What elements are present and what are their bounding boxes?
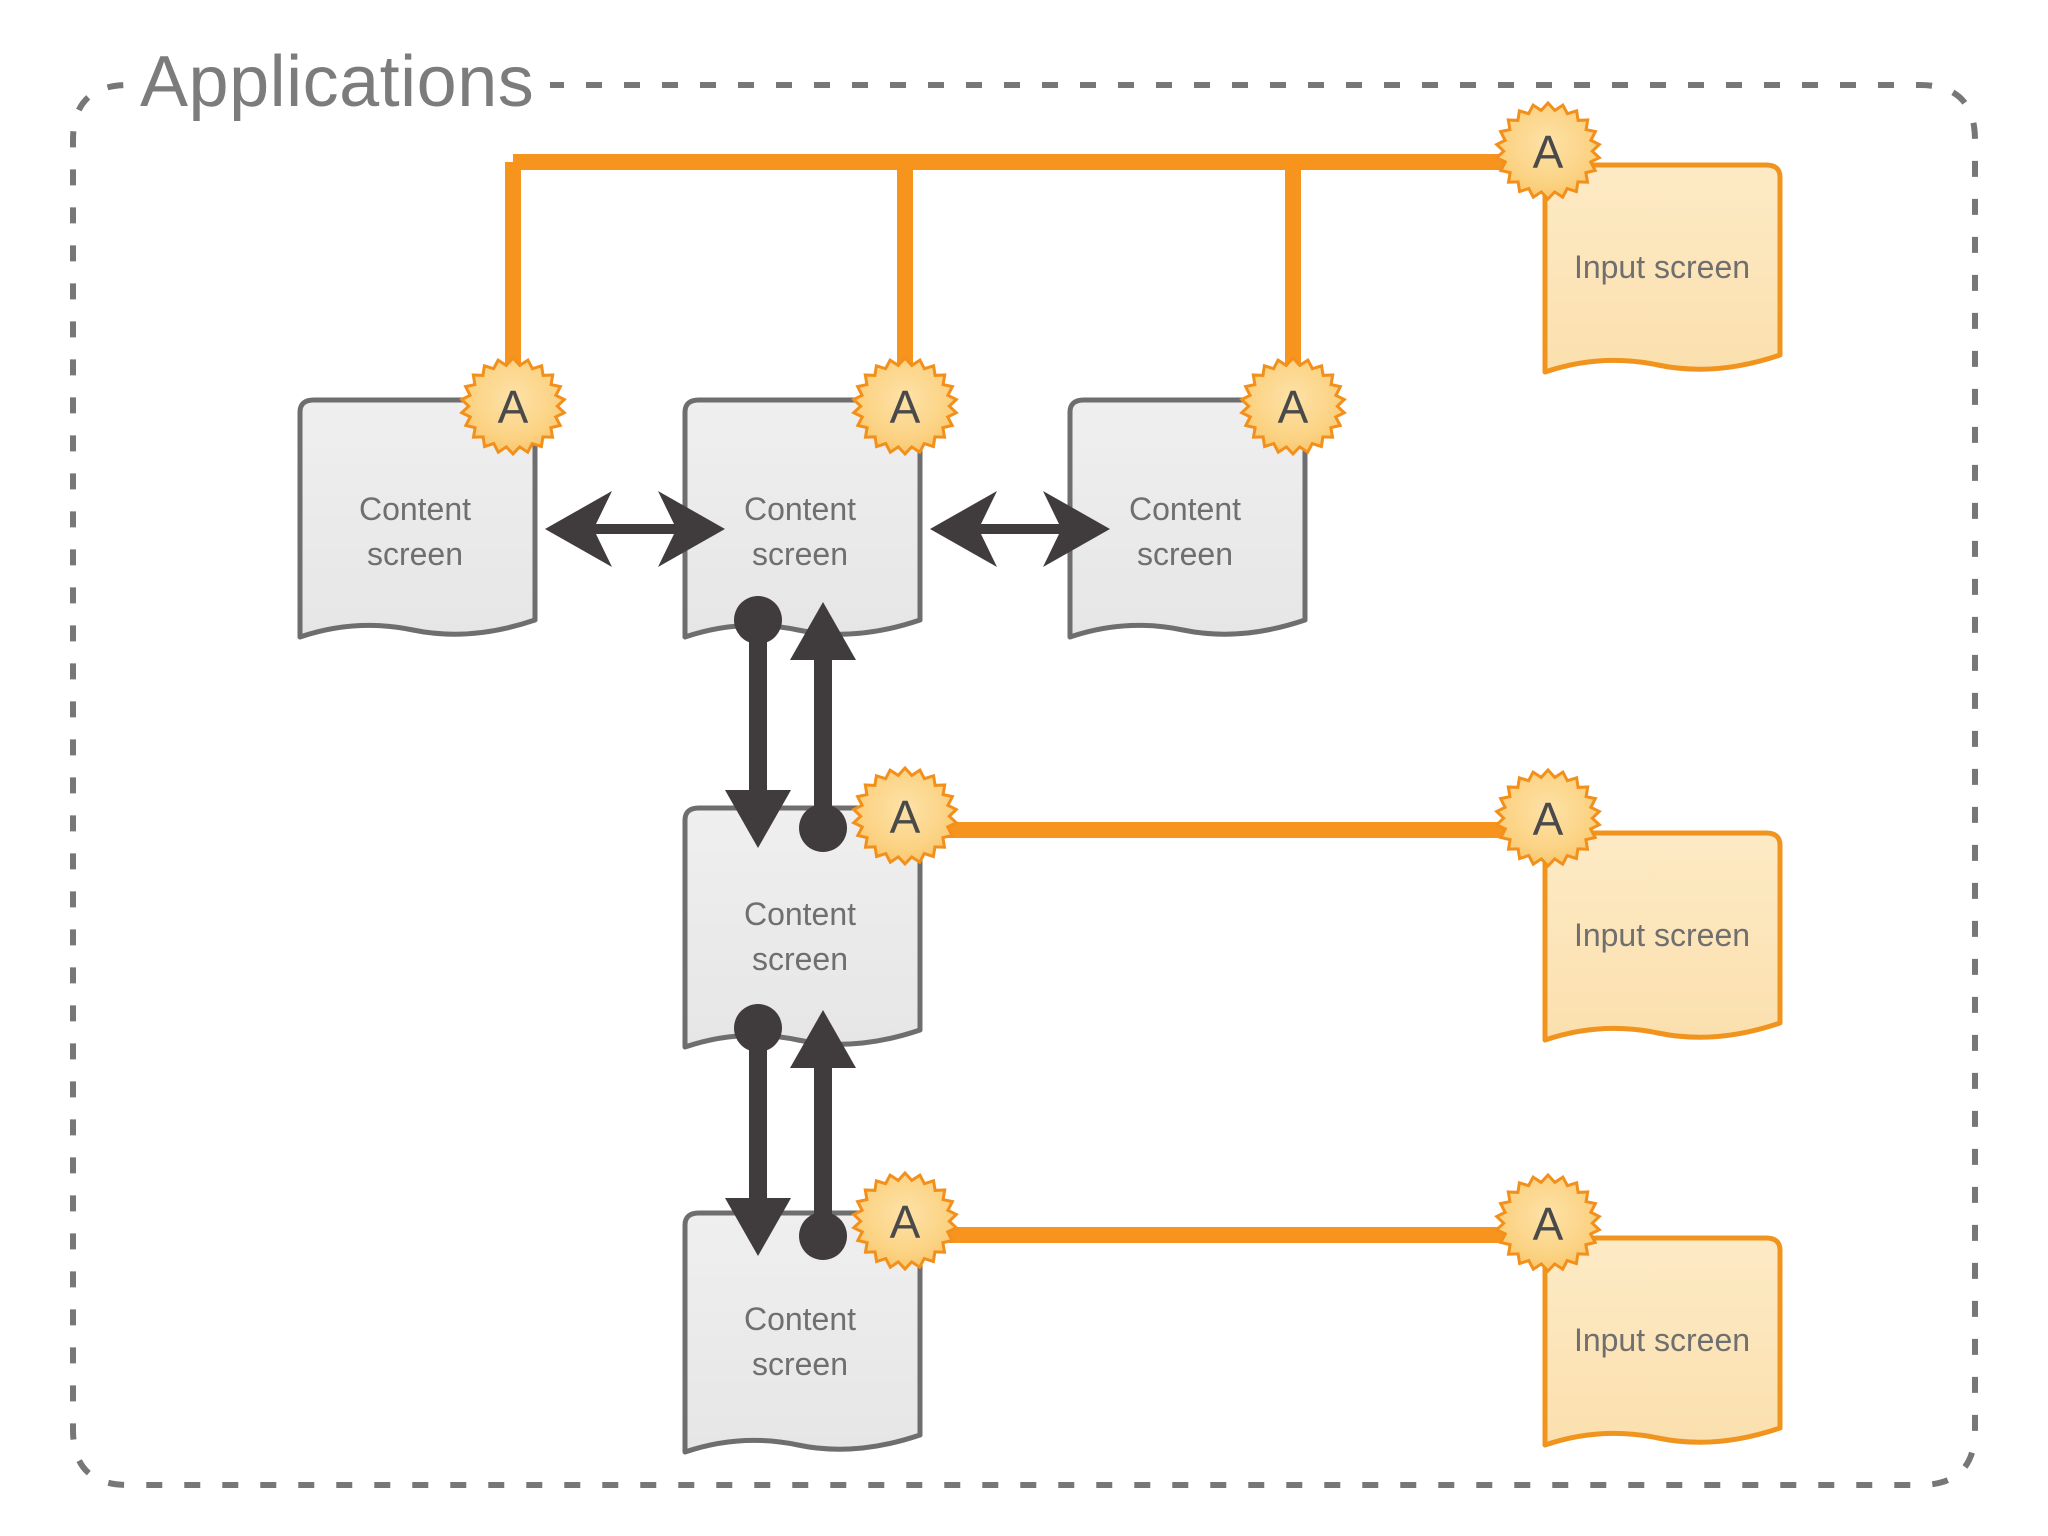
screen-input-2[interactable]: Input screen — [1542, 830, 1783, 1043]
screen-content-1[interactable]: Content screen — [297, 397, 538, 640]
badge-letter: A — [1533, 793, 1564, 845]
badge-letter: A — [890, 381, 921, 433]
bidirectional-arrow-1-2 — [545, 491, 725, 567]
badge-input-2[interactable]: A — [1495, 768, 1601, 868]
screen-label-line1: Content — [744, 896, 856, 932]
screen-label-line1: Content — [359, 491, 471, 527]
applications-group-container: Applications — [70, 42, 1978, 1488]
screen-label-line2: screen — [752, 941, 848, 977]
screen-label-line1: Content — [744, 491, 856, 527]
badge-content-2[interactable]: A — [852, 356, 958, 456]
badge-input-3[interactable]: A — [1495, 1173, 1601, 1273]
content-screen-shape — [682, 1210, 923, 1455]
screen-content-3[interactable]: Content screen — [1067, 397, 1308, 640]
screen-label-line1: Input screen — [1574, 1322, 1750, 1358]
orange-bus-connector — [505, 154, 1545, 415]
screen-label-line2: screen — [367, 536, 463, 572]
screen-label-line1: Content — [1129, 491, 1241, 527]
vertical-arrow-up-bottom — [790, 1010, 856, 1260]
arrow-head — [790, 1010, 856, 1068]
badge-content-4[interactable]: A — [852, 766, 958, 866]
screen-label-line2: screen — [752, 1346, 848, 1382]
screen-content-5[interactable]: Content screen — [682, 1210, 923, 1455]
arrow-shaft — [749, 1028, 767, 1208]
screen-input-1[interactable]: Input screen — [1542, 162, 1783, 375]
screen-label-line1: Input screen — [1574, 249, 1750, 285]
badge-letter: A — [1278, 381, 1309, 433]
arrow-shaft — [749, 620, 767, 800]
screen-content-2[interactable]: Content screen — [682, 397, 923, 640]
arrow-head — [790, 602, 856, 660]
content-screen-shape — [297, 397, 538, 640]
arrow-shaft — [814, 648, 832, 828]
badge-content-3[interactable]: A — [1240, 356, 1346, 456]
arrow-head — [725, 790, 791, 848]
vertical-arrow-down-bottom — [725, 1004, 791, 1256]
badge-content-5[interactable]: A — [852, 1171, 958, 1271]
badge-letter: A — [890, 791, 921, 843]
screen-label-line1: Input screen — [1574, 917, 1750, 953]
vertical-arrow-up-top — [790, 602, 856, 852]
content-screen-shape — [1067, 397, 1308, 640]
badge-letter: A — [890, 1196, 921, 1248]
badge-content-1[interactable]: A — [460, 356, 566, 456]
screen-label-line1: Content — [744, 1301, 856, 1337]
bidirectional-arrow-2-3 — [930, 491, 1110, 567]
arrow-head — [725, 1198, 791, 1256]
badge-letter: A — [498, 381, 529, 433]
badge-letter: A — [1533, 1198, 1564, 1250]
orange-row-links — [905, 822, 1545, 1243]
arrow-shaft — [814, 1056, 832, 1236]
badge-letter: A — [1533, 126, 1564, 178]
screen-input-3[interactable]: Input screen — [1542, 1235, 1783, 1448]
group-dashed-border — [70, 82, 1978, 1488]
screen-label-line2: screen — [752, 536, 848, 572]
group-title: Applications — [140, 42, 534, 122]
vertical-arrow-down-top — [725, 596, 791, 848]
title-backdrop — [130, 50, 550, 122]
screen-label-line2: screen — [1137, 536, 1233, 572]
badge-input-1[interactable]: A — [1495, 101, 1601, 201]
